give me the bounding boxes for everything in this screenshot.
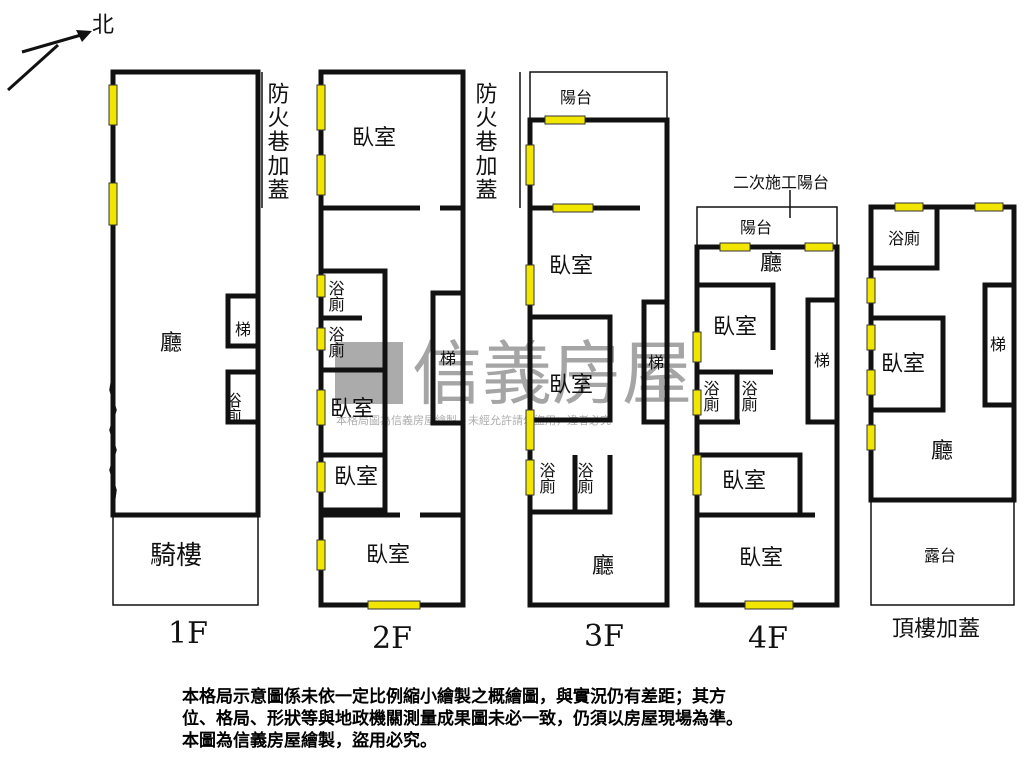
room-label: 浴廁: [326, 280, 345, 313]
room-label: 浴廁: [575, 462, 594, 495]
north-arrow-icon: [6, 30, 92, 92]
room-label: 浴廁: [739, 380, 758, 413]
room-label: 臥室: [881, 352, 925, 377]
room-label: 臥室: [713, 315, 757, 340]
floor-label-roof: 頂樓加蓋: [892, 617, 980, 642]
room-label: 梯: [440, 349, 456, 368]
room-label: 浴廁: [326, 326, 345, 359]
annex-label: 防火巷加蓋: [264, 82, 290, 202]
floor-label-3f: 3F: [584, 619, 624, 654]
room-label: 臥室: [549, 254, 593, 279]
disclaimer: 本格局示意圖係未依一定比例縮小繪製之概繪圖，與實況仍有差距；其方 位、格局、形狀…: [182, 687, 743, 751]
room-label: 廳: [160, 331, 182, 356]
floor-4f: 二次施工陽台 陽台 廳 臥室 梯 浴廁 浴廁 臥室 臥室 4F: [692, 173, 840, 656]
callout-label: 二次施工陽台: [733, 173, 829, 192]
floor-label-2f: 2F: [372, 621, 412, 656]
watermark-notice: 本格局圖為信義房屋繪製，未經允許請勿盜用，違者必究: [336, 413, 611, 427]
room-label: 臥室: [352, 126, 396, 151]
room-label: 梯: [235, 320, 251, 339]
room-label: 浴廁: [223, 392, 242, 425]
room-label: 陽台: [560, 88, 592, 107]
room-label: 騎樓: [150, 541, 202, 571]
room-label: 梯: [648, 353, 664, 372]
floor-1f: 廳 梯 浴廁 騎樓 1F: [108, 69, 261, 651]
annex-label: 防火巷加蓋: [472, 82, 498, 202]
room-label: 臥室: [366, 543, 410, 568]
north-label: 北: [92, 13, 114, 38]
room-label: 浴廁: [888, 229, 920, 248]
room-label: 陽台: [740, 218, 772, 237]
room-label: 廳: [931, 439, 953, 464]
floor-2f: 防火巷加蓋 臥室 浴廁 浴廁 臥室 臥室 臥室 梯 2F: [261, 69, 466, 656]
room-label: 臥室: [739, 546, 783, 571]
floor-3f: 防火巷加蓋 陽台 臥室 臥室 梯 浴廁 浴廁 廳 3F: [472, 71, 670, 654]
room-label: 臥室: [722, 469, 766, 494]
room-label: 廳: [592, 554, 614, 579]
room-label: 臥室: [334, 465, 378, 490]
room-label: 梯: [814, 351, 830, 370]
floor-label-4f: 4F: [748, 621, 788, 656]
room-label: 廳: [760, 251, 782, 276]
room-label: 露台: [924, 546, 956, 565]
room-label: 浴廁: [537, 462, 556, 495]
watermark: 信義房屋 本格局圖為信義房屋繪製，未經允許請勿盜用，違者必究: [335, 333, 692, 427]
room-label: 臥室: [549, 373, 593, 398]
room-label: 梯: [990, 335, 1006, 354]
room-label: 浴廁: [701, 380, 720, 413]
floor-roof: 浴廁 臥室 梯 廳 露台 頂樓加蓋: [866, 202, 1017, 642]
room-label: 臥室: [330, 397, 374, 422]
floor-label-1f: 1F: [168, 616, 208, 651]
